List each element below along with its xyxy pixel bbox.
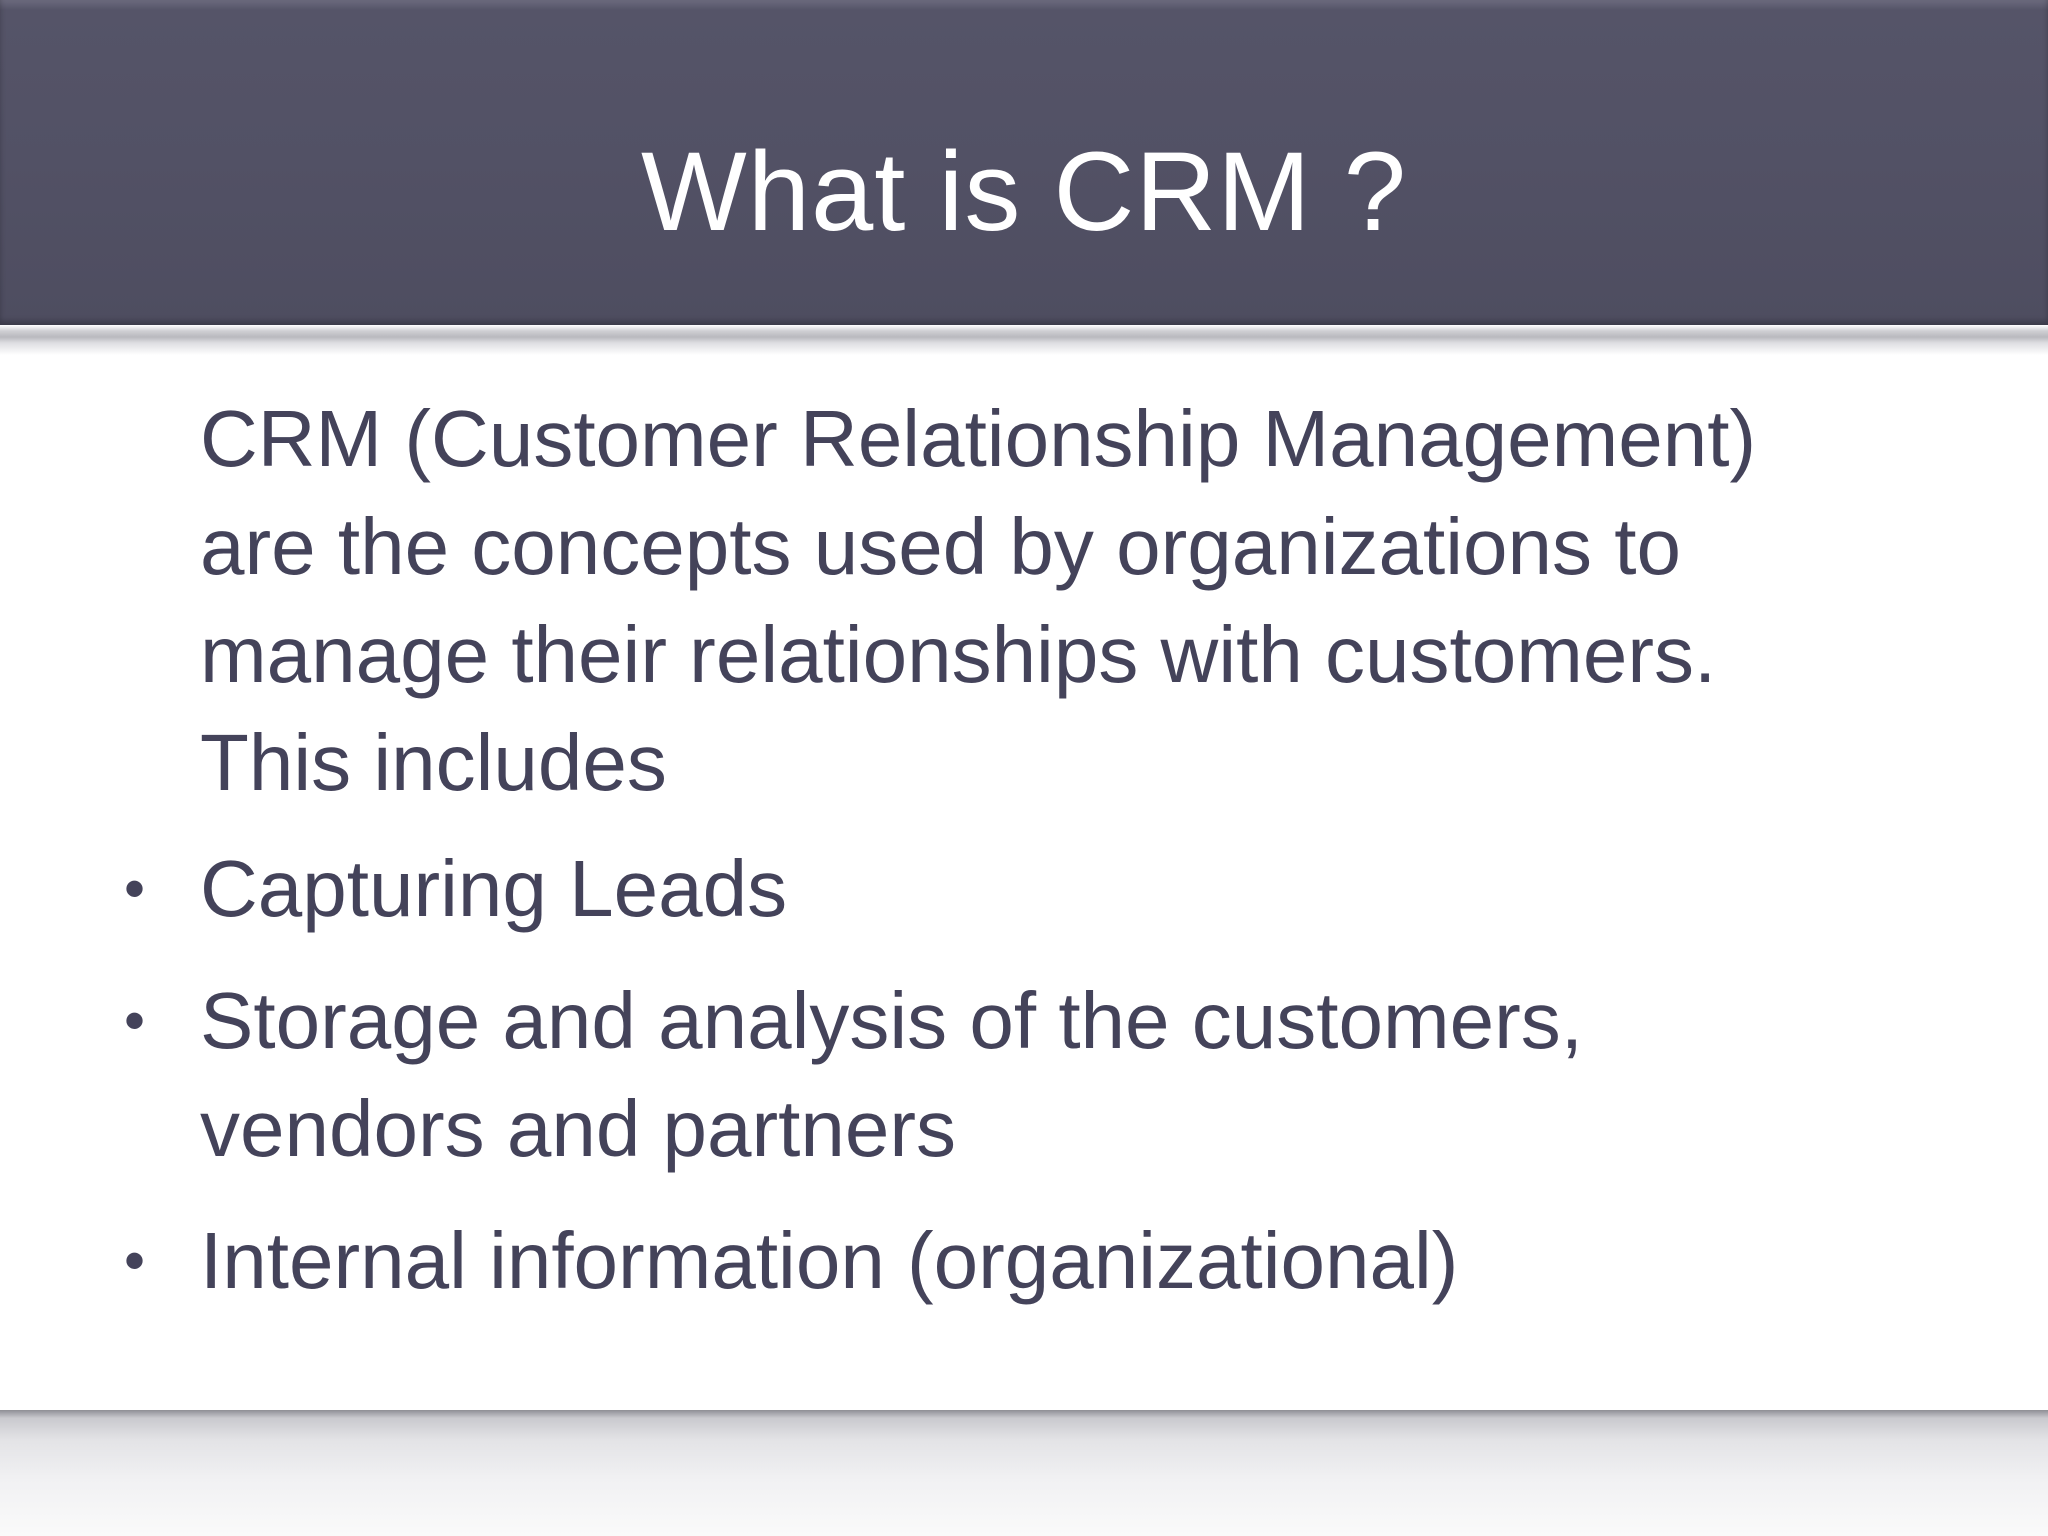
slide-body: CRM (Customer Relationship Management) a… (0, 355, 2048, 1410)
intro-paragraph: CRM (Customer Relationship Management) a… (200, 394, 1757, 807)
title-bar: What is CRM ? (0, 0, 2048, 325)
bullet-icon: • (124, 1227, 146, 1294)
bullet-text: Capturing Leads (200, 844, 788, 933)
bullet-icon: • (124, 987, 146, 1054)
bullet-item-capturing-leads: • Capturing Leads (0, 835, 1800, 943)
bullet-list: • Capturing Leads • Storage and analysis… (0, 835, 2048, 1339)
title-divider (0, 325, 2048, 355)
footer-bar (0, 1410, 2048, 1536)
bullet-icon: • (124, 855, 146, 922)
bullet-text: Storage and analysis of the customers, v… (200, 976, 1583, 1173)
bullet-item-internal-information: • Internal information (organizational) (0, 1207, 1800, 1315)
slide-title: What is CRM ? (641, 129, 1407, 254)
bullet-item-storage-analysis: • Storage and analysis of the customers,… (0, 967, 1800, 1183)
bullet-text: Internal information (organizational) (200, 1216, 1459, 1305)
